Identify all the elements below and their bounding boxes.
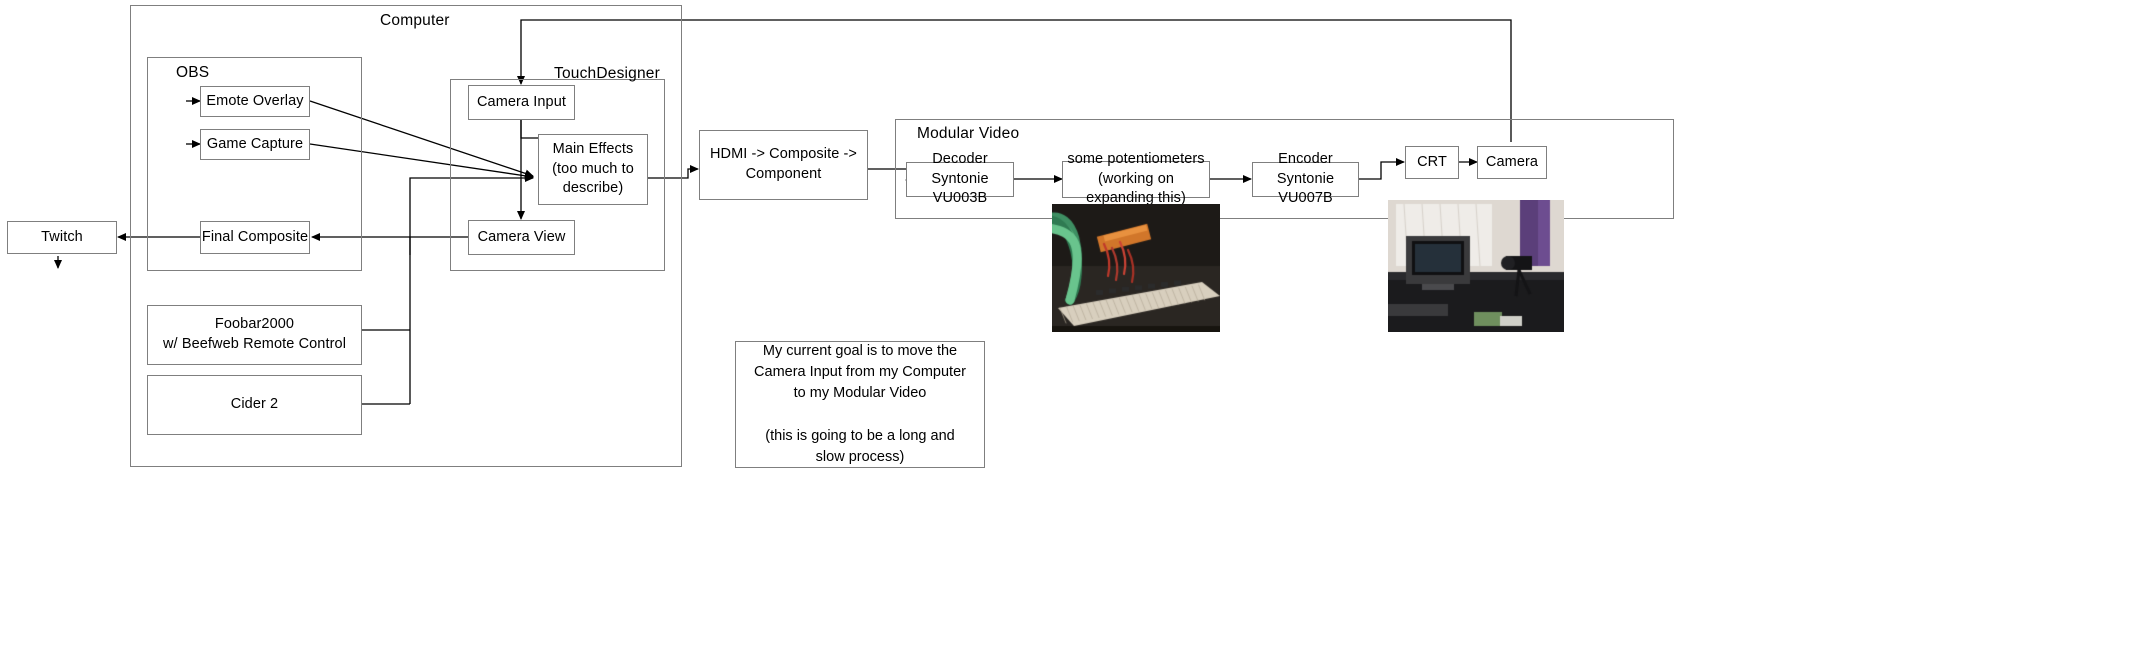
goal-note-line2: (this is going to be a long and slow pro…: [765, 428, 955, 466]
node-label-main-effects-line2: (too much to describe): [552, 160, 634, 197]
node-twitch[interactable]: Twitch: [7, 221, 117, 254]
node-main-effects[interactable]: Main Effects (too much to describe): [538, 134, 648, 205]
node-label-camera: Camera: [1485, 153, 1539, 170]
group-computer: [130, 5, 682, 467]
node-game-capture[interactable]: Game Capture: [200, 129, 310, 160]
group-modular-video: [895, 119, 1674, 219]
node-camera-view[interactable]: Camera View: [468, 220, 575, 255]
node-emote-overlay[interactable]: Emote Overlay: [200, 86, 310, 117]
group-label-touchdesigner: TouchDesigner: [554, 65, 660, 82]
node-label-crt: CRT: [1417, 153, 1447, 170]
node-label-decoder-line2: Syntonie VU003B: [931, 170, 989, 207]
node-label-twitch: Twitch: [41, 228, 83, 245]
node-label-decoder-line1: Decoder: [932, 151, 988, 168]
node-label-game-capture: Game Capture: [206, 135, 304, 152]
node-cider2[interactable]: Cider 2: [147, 375, 362, 435]
node-label-cider2: Cider 2: [230, 396, 279, 413]
node-label-foobar2000-line2: w/ Beefweb Remote Control: [162, 336, 347, 352]
group-touchdesigner: [450, 79, 665, 271]
breadboard-photo: [1052, 204, 1220, 332]
node-label-main-effects-line1: Main Effects: [552, 141, 634, 158]
node-label-potentiometers-line1: some potentiometers: [1067, 151, 1205, 168]
node-camera-input[interactable]: Camera Input: [468, 85, 575, 120]
node-encoder[interactable]: Encoder Syntonie VU007B: [1252, 151, 1359, 206]
node-decoder[interactable]: Decoder Syntonie VU003B: [906, 151, 1014, 206]
node-label-final-composite: Final Composite: [201, 228, 309, 245]
node-final-composite[interactable]: Final Composite: [200, 221, 310, 254]
node-label-hdmi-chain: HDMI -> Composite -> Component: [709, 146, 858, 182]
node-label-encoder-line2: Syntonie VU007B: [1276, 170, 1335, 207]
node-hdmi-chain[interactable]: HDMI -> Composite -> Component: [699, 130, 868, 200]
goal-note: My current goal is to move the Camera In…: [735, 341, 985, 468]
node-label-emote-overlay: Emote Overlay: [206, 92, 304, 109]
crt-setup-photo: [1388, 200, 1564, 332]
node-potentiometers[interactable]: some potentiometers (working on expandin…: [1062, 151, 1210, 206]
node-label-camera-input: Camera Input: [476, 93, 567, 110]
node-camera[interactable]: Camera: [1477, 146, 1547, 179]
node-label-camera-view: Camera View: [477, 228, 566, 245]
group-obs: [147, 57, 362, 271]
node-label-potentiometers-line2: (working on expanding this): [1086, 170, 1186, 207]
goal-note-line1: My current goal is to move the Camera In…: [754, 342, 966, 401]
group-label-modular-video: Modular Video: [917, 125, 1020, 142]
node-label-foobar2000-line1: Foobar2000: [214, 316, 295, 333]
node-crt[interactable]: CRT: [1405, 146, 1459, 179]
group-label-obs: OBS: [176, 64, 210, 81]
node-label-encoder-line1: Encoder: [1278, 151, 1333, 168]
node-foobar2000[interactable]: Foobar2000 w/ Beefweb Remote Control: [147, 305, 362, 365]
group-label-computer: Computer: [380, 12, 450, 29]
